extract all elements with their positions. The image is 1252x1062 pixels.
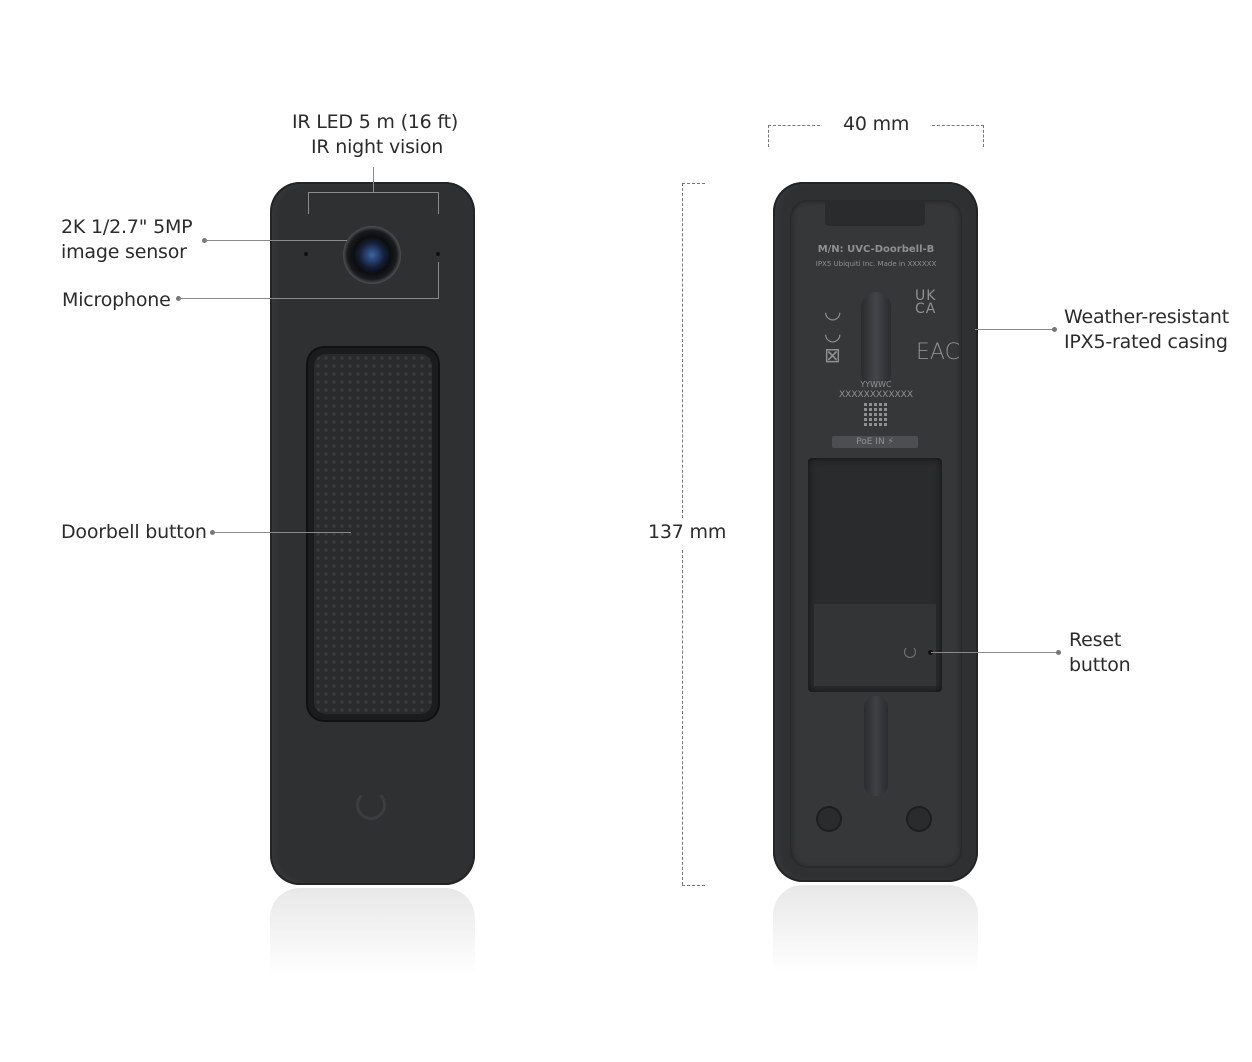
width-dim-right: [932, 125, 984, 126]
front-reflection: [270, 888, 475, 998]
sensor-leader: [205, 240, 347, 241]
height-tick-top: [682, 183, 705, 184]
doorbell-dot: [210, 530, 215, 535]
date-code: YYWWC: [860, 380, 892, 389]
height-dim-top: [682, 183, 683, 518]
screw-hole-left: [818, 808, 840, 830]
ukca-line2: CA: [915, 301, 937, 317]
weather-label: Weather-resistant: [1064, 306, 1229, 328]
doorbell-leader: [213, 532, 351, 533]
screw-hole-right: [908, 808, 930, 830]
doorbell-front: [270, 182, 475, 885]
eac-mark: EAC: [916, 340, 960, 365]
width-label: 40 mm: [843, 113, 910, 135]
microphone-leader: [179, 298, 439, 299]
height-tick-bottom: [682, 885, 705, 886]
reset-end-dot: [1056, 650, 1061, 655]
sensor-dot: [202, 238, 207, 243]
mount-slot: [861, 292, 891, 388]
doorbell-button[interactable]: [308, 348, 438, 720]
back-reflection: [773, 885, 978, 995]
cable-channel: [864, 696, 888, 796]
reset-dot: [928, 650, 933, 655]
microphone-label: Microphone: [62, 289, 171, 311]
ir-led-icon: [304, 252, 308, 256]
ir-bracket: [308, 192, 439, 193]
ir-night-vision-label: IR night vision: [311, 136, 444, 158]
doorbell-button-label: Doorbell button: [61, 521, 207, 543]
serial-number: XXXXXXXXXXXX: [839, 390, 913, 400]
poe-label: PoE IN ⚡: [832, 436, 918, 448]
doorbell-back: M/N: UVC-Doorbell-B IPX5 Ubiquiti Inc. M…: [773, 182, 978, 882]
width-tick-left: [768, 125, 769, 147]
reset-label-2: button: [1069, 654, 1131, 676]
microphone-hole-icon: [436, 252, 440, 256]
microphone-dot: [176, 296, 181, 301]
reset-label: Reset: [1069, 629, 1122, 651]
weather-label-2: IPX5-rated casing: [1064, 331, 1228, 353]
label-info: IPX5 Ubiquiti Inc. Made in XXXXXX: [815, 260, 937, 268]
ir-led-label: IR LED 5 m (16 ft): [292, 111, 459, 133]
weather-leader: [975, 329, 1055, 330]
ir-leader: [373, 167, 374, 193]
height-label: 137 mm: [648, 521, 727, 543]
height-dim-bottom: [682, 550, 683, 885]
qr-code: [864, 403, 888, 427]
reset-leader: [931, 652, 1059, 653]
model-number: M/N: UVC-Doorbell-B: [817, 244, 935, 255]
cert-icons: ◡◡⊠: [824, 299, 842, 367]
sensor-label: 2K 1/2.7" 5MP: [61, 216, 193, 238]
ukca-line1: UK: [915, 288, 937, 304]
sensor-label-2: image sensor: [61, 241, 187, 263]
width-tick-right: [983, 125, 984, 147]
ir-bracket-right: [438, 192, 439, 214]
camera-lens-icon: [343, 226, 401, 284]
ubiquiti-logo-icon: [356, 790, 386, 820]
weather-dot: [1052, 327, 1057, 332]
width-dim-left: [768, 125, 820, 126]
microphone-leader-up: [438, 262, 439, 299]
ir-bracket-left: [308, 192, 309, 214]
reset-icon: [904, 646, 916, 658]
bracket-opening: [808, 458, 942, 692]
back-recess: M/N: UVC-Doorbell-B IPX5 Ubiquiti Inc. M…: [790, 200, 962, 868]
